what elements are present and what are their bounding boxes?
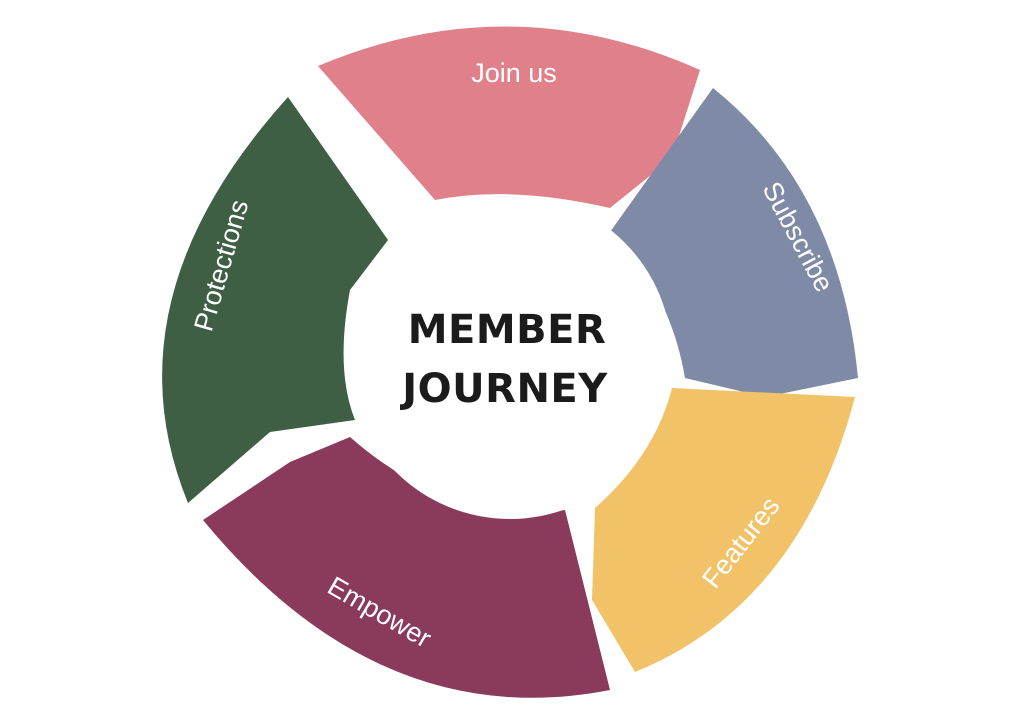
center-hub	[348, 195, 672, 519]
segment-features[interactable]	[592, 388, 855, 672]
segment-protections[interactable]	[162, 97, 388, 503]
segment-join-us[interactable]	[318, 26, 700, 208]
segment-label-join-us: Join us	[471, 58, 557, 88]
segment-empower[interactable]	[203, 437, 610, 698]
segment-subscribe[interactable]	[610, 88, 858, 397]
cycle-segments	[162, 26, 858, 698]
center-title-line1: MEMBER	[408, 307, 607, 353]
center-title-line2: JOURNEY	[399, 366, 608, 412]
